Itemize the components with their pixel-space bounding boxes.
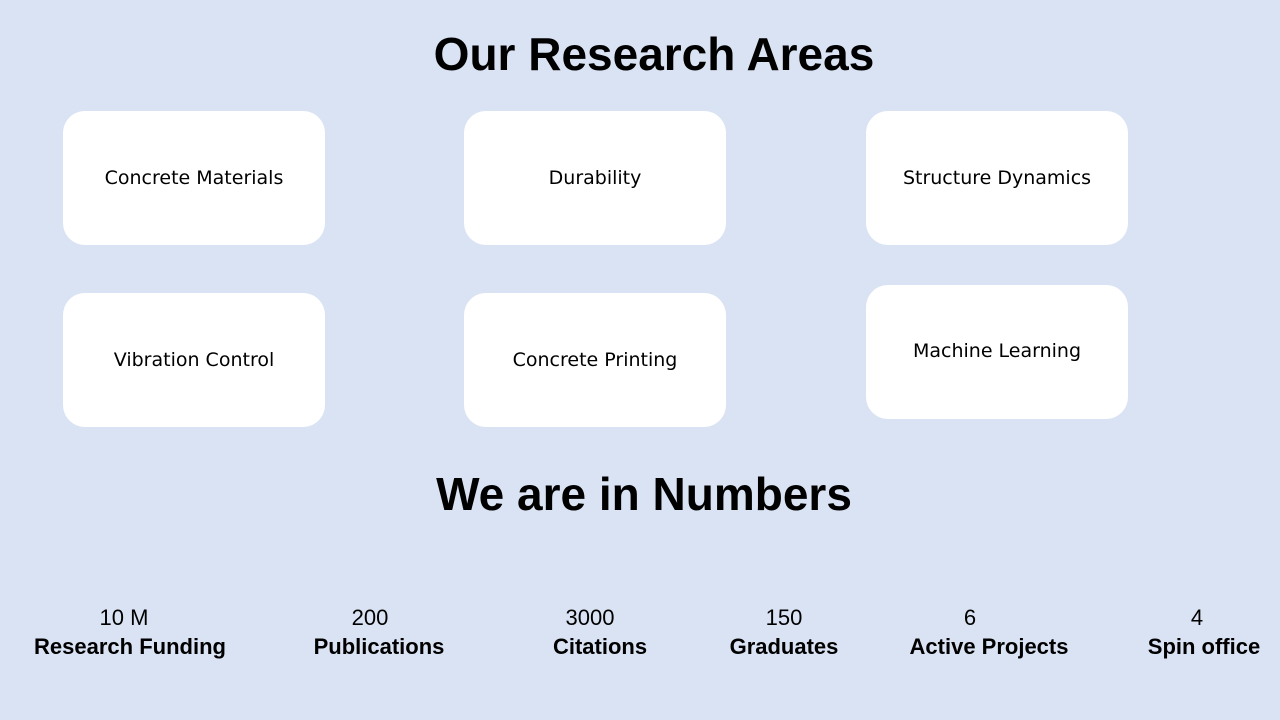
area-label: Vibration Control [113, 349, 275, 371]
area-label: Concrete Printing [512, 349, 678, 371]
area-card-concrete-materials: Concrete Materials [63, 111, 325, 245]
stat-value: 4 [1190, 605, 1204, 630]
area-label: Durability [548, 167, 642, 189]
stat-label: Active Projects [909, 634, 1069, 659]
stat-value: 10 M [99, 605, 149, 630]
stat-label: Research Funding [34, 634, 226, 659]
area-card-durability: Durability [464, 111, 726, 245]
area-card-vibration-control: Vibration Control [63, 293, 325, 427]
stat-label: Citations [552, 634, 648, 659]
area-card-structure-dynamics: Structure Dynamics [866, 111, 1128, 245]
area-label: Machine Learning [912, 340, 1082, 362]
stat-label: Publications [313, 634, 445, 659]
area-label: Concrete Materials [104, 167, 284, 189]
numbers-title: We are in Numbers [436, 468, 852, 520]
stat-value: 200 [351, 605, 389, 630]
stat-value: 6 [963, 605, 977, 630]
area-card-concrete-printing: Concrete Printing [464, 293, 726, 427]
area-card-machine-learning: Machine Learning [866, 285, 1128, 419]
research-areas-title: Our Research Areas [433, 28, 875, 80]
stat-value: 150 [765, 605, 803, 630]
stat-research-funding: 10 M Research Funding [0, 605, 260, 663]
area-label: Structure Dynamics [902, 167, 1092, 189]
stat-value: 3000 [565, 605, 615, 630]
stat-label: Spin office [1147, 634, 1261, 659]
stat-label: Graduates [729, 634, 839, 659]
